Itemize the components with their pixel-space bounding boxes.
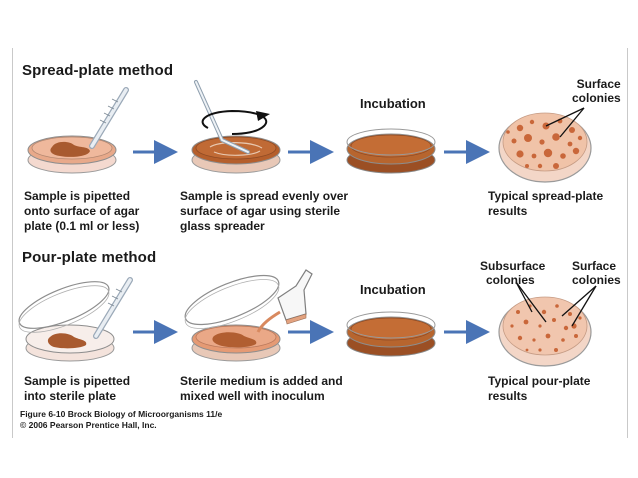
sample-drop: [50, 141, 90, 157]
incubation-label: Incubation: [360, 96, 426, 111]
pour-result-caption: Typical pour-plate results: [488, 374, 591, 403]
glass-spreader-icon: [194, 80, 250, 154]
incubation-label: Incubation: [360, 282, 426, 297]
spread-plate-2: [191, 135, 281, 174]
sample-drop: [47, 333, 87, 349]
medium-flask-icon: [256, 269, 313, 333]
pour-plate-1: [18, 281, 115, 362]
pipette-icon: [89, 87, 129, 149]
pour-plate-heading: Pour-plate method: [22, 249, 157, 266]
rotation-arrow-icon: [201, 109, 270, 135]
surface-colonies-label: Surface colonies: [572, 259, 621, 287]
spread-plate-1: [27, 135, 117, 174]
spread-plate-results: [498, 107, 592, 183]
pour-plate-results: [498, 281, 597, 367]
subsurface-colonies-label: Subsurface colonies: [480, 259, 546, 287]
spread-step2-caption: Sample is spread evenly over surface of …: [180, 189, 349, 233]
petri-lid: [184, 274, 280, 326]
pour-plate-2: [184, 274, 281, 362]
pipette-icon: [93, 277, 133, 339]
figure-credit: Figure 6-10 Brock Biology of Microorgani…: [20, 409, 223, 430]
pour-step2-caption: Sterile medium is added and mixed well w…: [180, 374, 343, 403]
spread-result-caption: Typical spread-plate results: [488, 189, 604, 218]
pour-step1-caption: Sample is pipetted into sterile plate: [24, 374, 131, 403]
pour-plate-incubation: [346, 311, 436, 357]
spread-step1-caption: Sample is pipetted onto surface of agar …: [24, 189, 140, 233]
surface-colonies-label: Surface colonies: [572, 77, 621, 105]
spread-plate-heading: Spread-plate method: [22, 62, 174, 79]
spread-plate-incubation: [346, 128, 436, 174]
